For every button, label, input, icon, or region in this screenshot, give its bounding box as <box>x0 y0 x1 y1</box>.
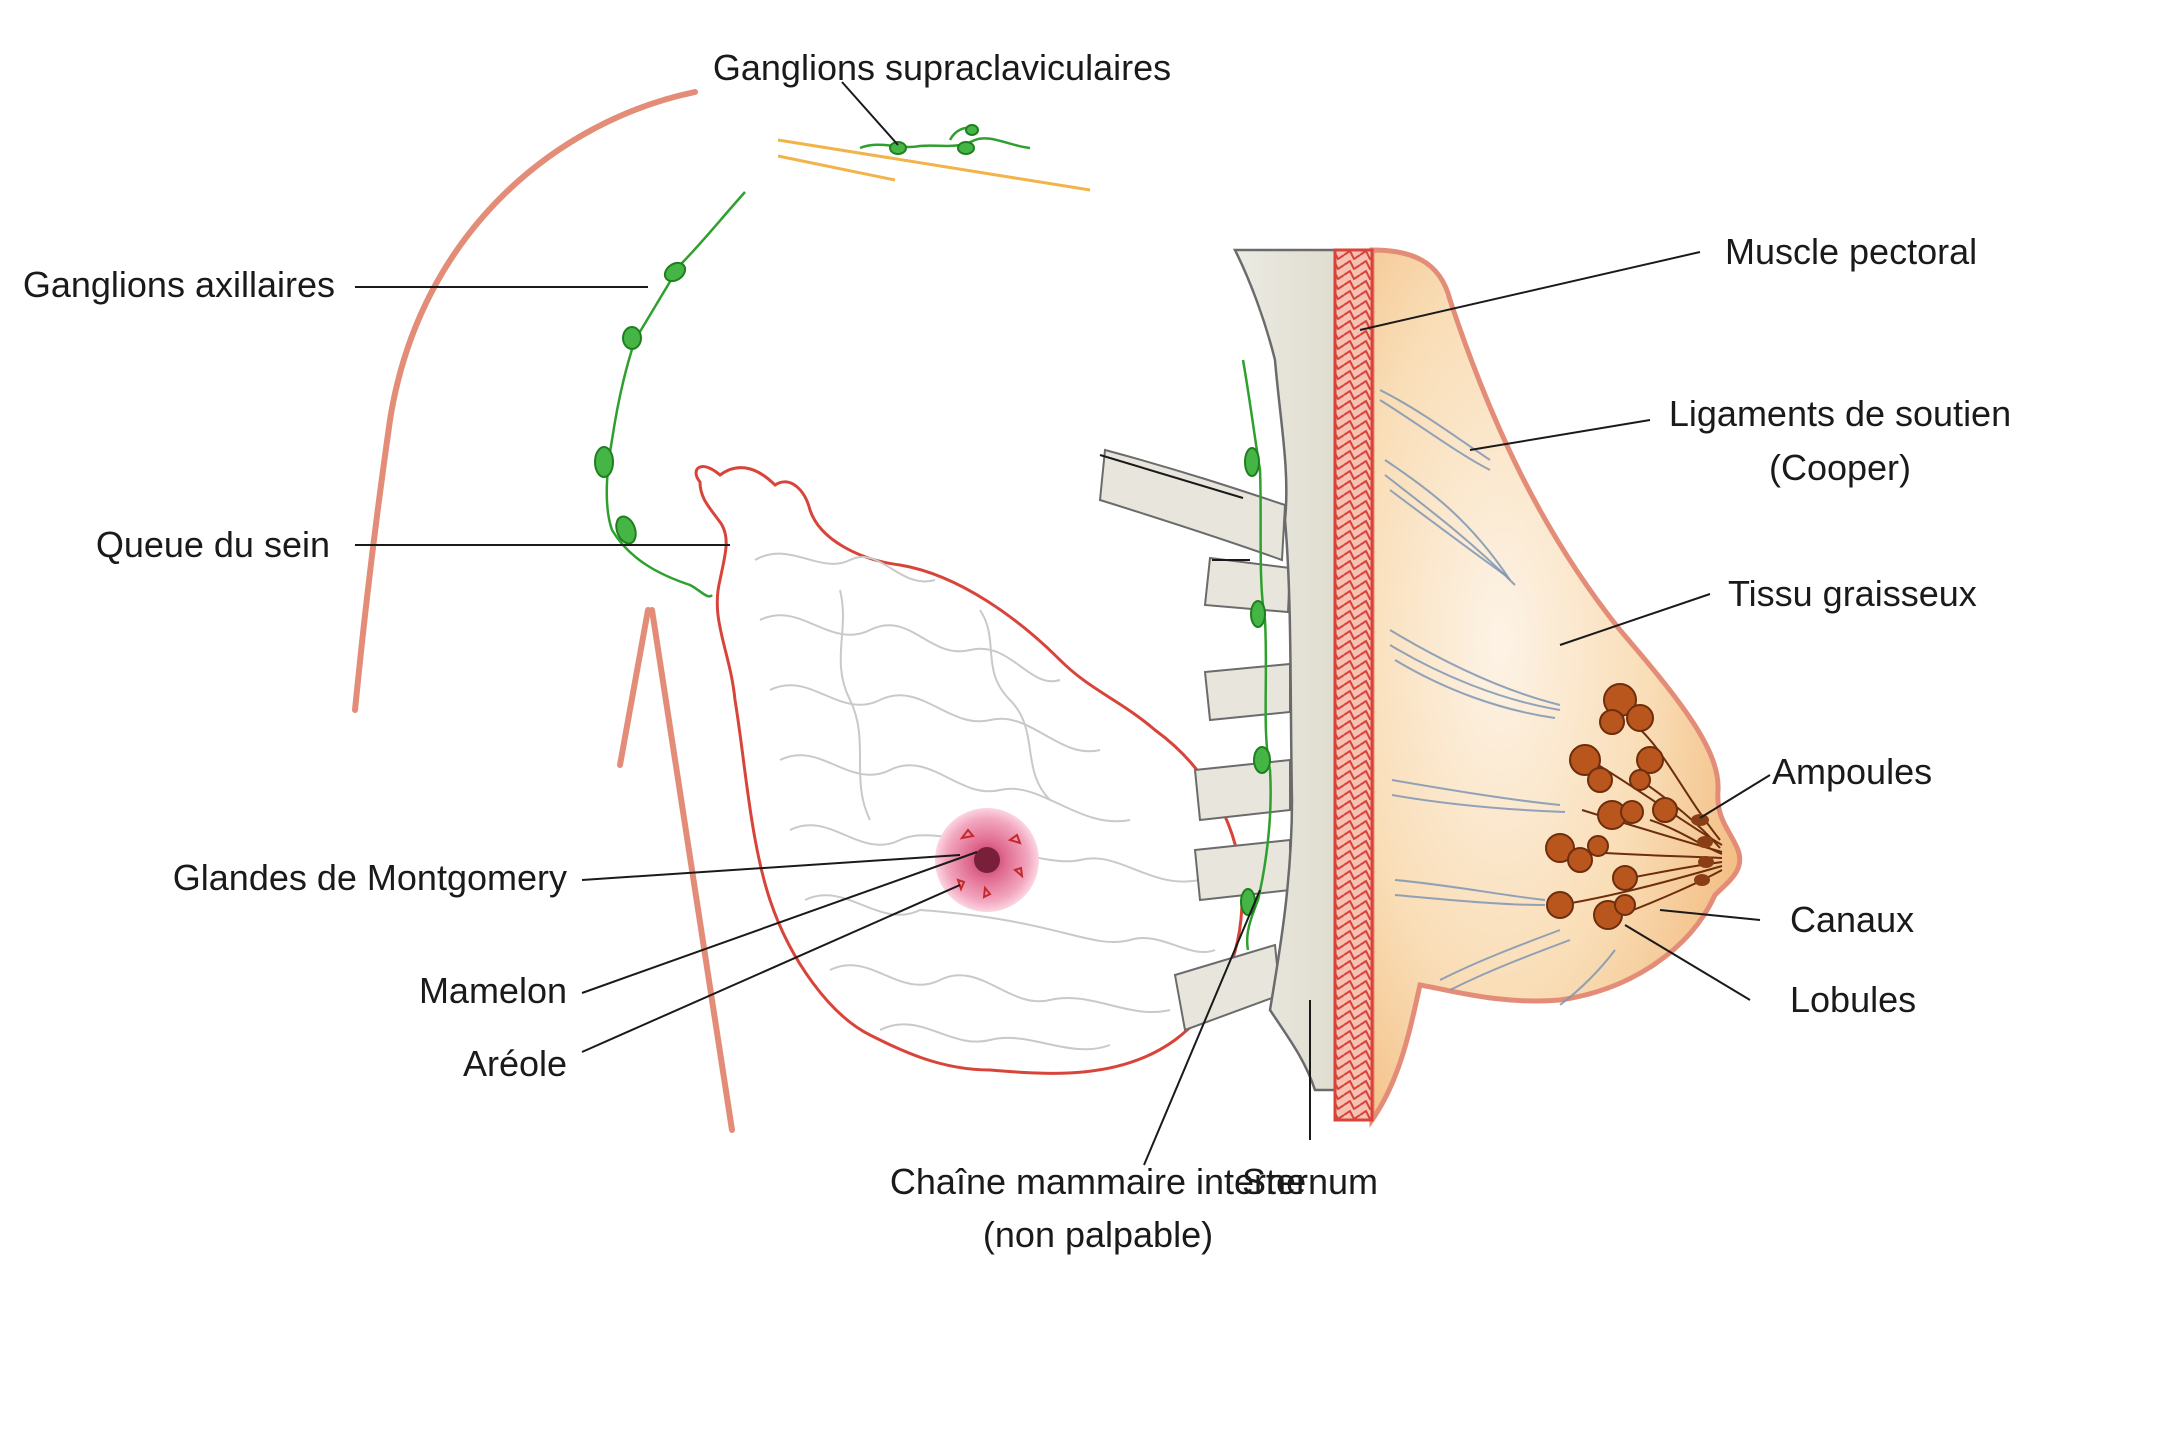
lymph-node <box>615 515 637 545</box>
ampullae <box>1691 814 1714 886</box>
gland-outline <box>694 465 1244 1075</box>
label-lobules: Lobules <box>1790 979 1916 1020</box>
label-areola: Aréole <box>463 1043 567 1084</box>
lymph-node <box>957 141 975 155</box>
label-internal-chain-line2: (non palpable) <box>983 1214 1213 1255</box>
lymph-node <box>1244 447 1260 477</box>
lymph-node <box>622 326 642 350</box>
label-supraclavicular: Ganglions supraclaviculaires <box>713 47 1171 88</box>
label-ampullae: Ampoules <box>1772 751 1932 792</box>
label-ligaments-line2: (Cooper) <box>1769 447 1911 488</box>
sagittal-breast <box>1333 247 1743 1128</box>
label-montgomery: Glandes de Montgomery <box>173 857 567 898</box>
leader-lines <box>355 81 1771 1166</box>
sternum <box>1232 248 1347 1092</box>
nipple <box>974 847 1000 873</box>
lymph-node <box>965 124 979 136</box>
armpit-line-left <box>617 607 651 768</box>
labels: Ganglions supraclaviculaires Ganglions a… <box>23 47 2011 1255</box>
lymph-node <box>663 261 687 283</box>
fatty-tissue <box>1369 247 1743 1128</box>
label-tail: Queue du sein <box>96 524 330 565</box>
lobules <box>1545 683 1678 930</box>
shoulder-arm-line <box>352 89 698 713</box>
lymph-node <box>1240 888 1256 916</box>
gland-texture <box>754 552 1216 1051</box>
label-sternum: Sternum <box>1242 1161 1378 1202</box>
label-ligaments-line1: Ligaments de soutien <box>1669 393 2011 434</box>
cooper-ligaments <box>1379 389 1616 1006</box>
lymph-node <box>1250 600 1266 628</box>
clavicle-vessels <box>777 138 1091 192</box>
supraclavicular-nodes <box>859 124 1031 155</box>
lymph-node <box>1253 746 1271 774</box>
label-internal-chain-line1: Chaîne mammaire interne <box>890 1161 1306 1202</box>
pectoral-muscle <box>1333 248 1374 1122</box>
lymph-node <box>594 446 614 478</box>
frontal-breast <box>694 465 1244 1075</box>
lymph-node <box>889 141 907 155</box>
label-ducts: Canaux <box>1790 899 1914 940</box>
torso-outline <box>352 89 735 1133</box>
label-fat: Tissu graisseux <box>1728 573 1977 614</box>
axillary-lymph-chain <box>594 191 746 598</box>
torso-side-line <box>649 607 735 1133</box>
label-axillary: Ganglions axillaires <box>23 264 335 305</box>
label-pectoral: Muscle pectoral <box>1725 231 1977 272</box>
label-nipple: Mamelon <box>419 970 567 1011</box>
